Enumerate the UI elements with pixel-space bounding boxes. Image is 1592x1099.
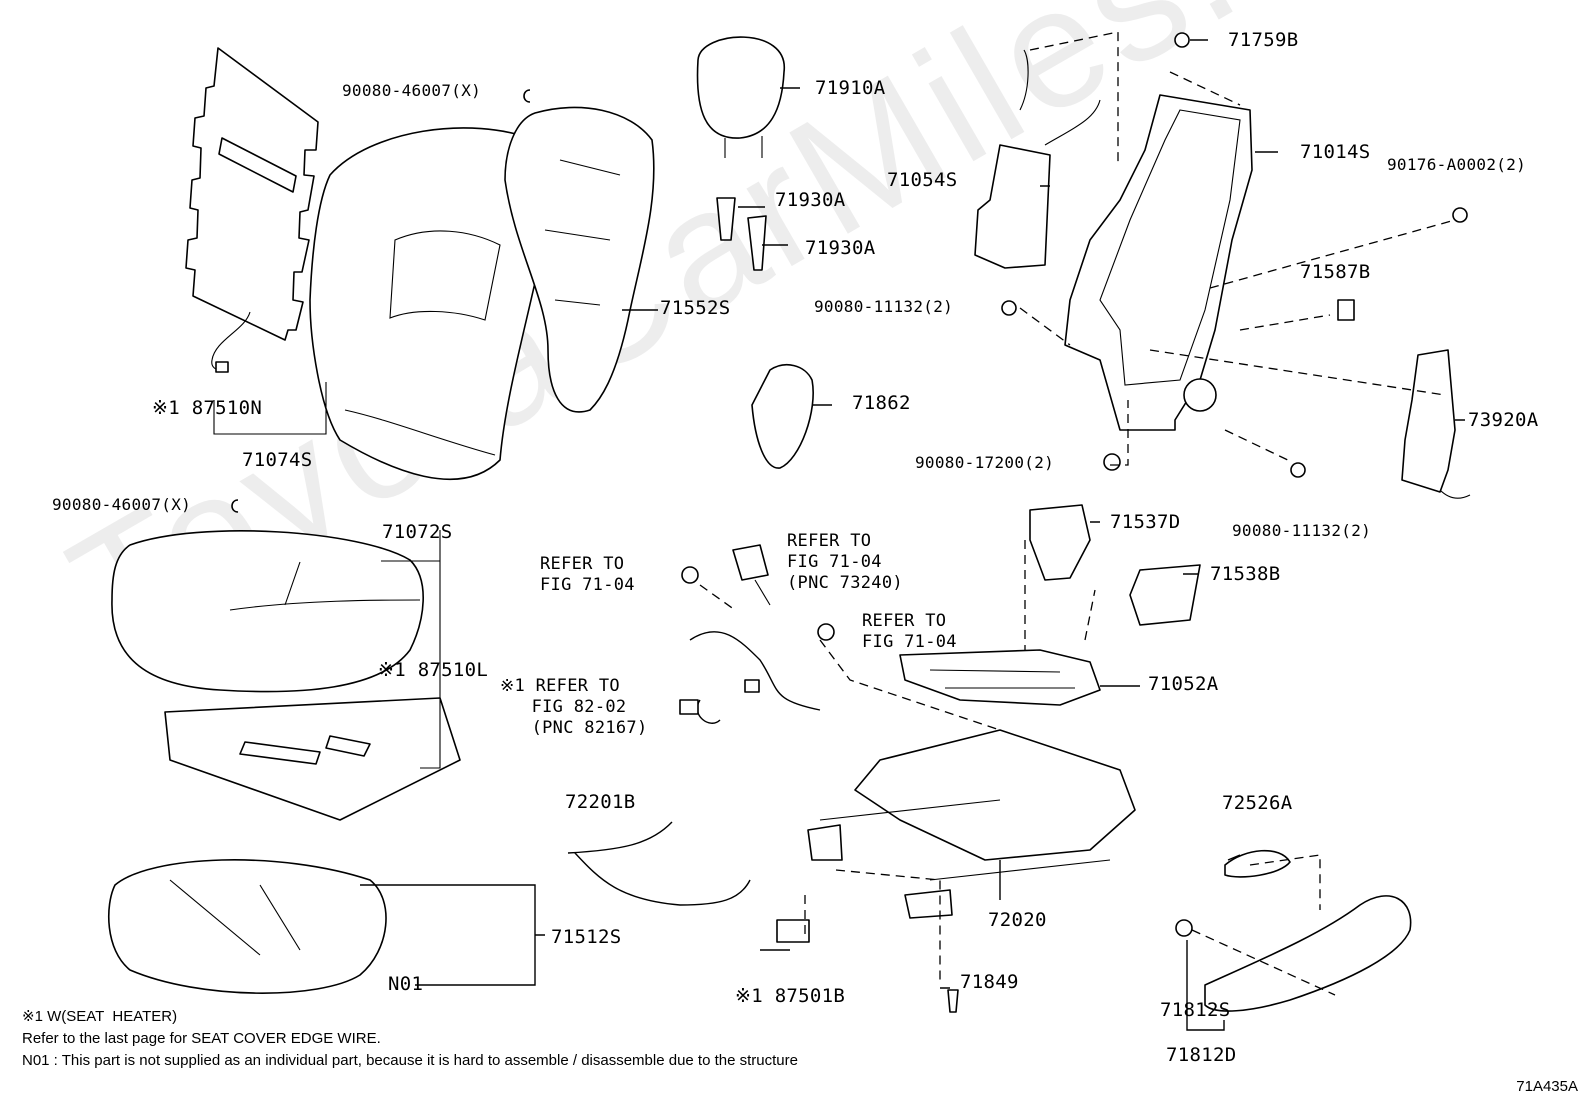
seat-cushion-cover-drawing <box>111 530 424 693</box>
label-71849: 71849 <box>960 971 1019 993</box>
label-71052A: 71052A <box>1148 673 1219 695</box>
side-airbag-drawing <box>751 364 814 469</box>
hinge-cover-drawing <box>1029 504 1201 626</box>
label-71537D: 71537D <box>1110 511 1181 533</box>
label-72201B: 72201B <box>565 791 636 813</box>
label-87510N: ※1 87510N <box>152 397 263 419</box>
leader-lines-drawing <box>622 39 1465 989</box>
seat-adjuster-drawing <box>807 729 1136 919</box>
label-71812S: 71812S <box>1160 999 1231 1021</box>
label-87510L: ※1 87510L <box>378 659 489 681</box>
label-71587B: 71587B <box>1300 261 1371 283</box>
label-72526A: 72526A <box>1222 792 1293 814</box>
diagram-code: 71A435A <box>1516 1078 1578 1095</box>
label-71072S: 71072S <box>382 521 453 543</box>
seat-cover-wire-drawing <box>567 821 751 906</box>
label-71054S: 71054S <box>887 169 958 191</box>
label-90080-46007-mid: 90080-46007(X) <box>52 495 192 514</box>
seatbelt-buckle-drawing <box>732 544 771 606</box>
note-cover-edge-wire: Refer to the last page for SEAT COVER ED… <box>22 1030 381 1047</box>
dashed-guides-drawing <box>699 31 1456 996</box>
label-71930A-2: 71930A <box>805 237 876 259</box>
label-90176-A0002: 90176-A0002(2) <box>1387 155 1527 174</box>
seatback-frame-drawing <box>1064 94 1253 431</box>
label-71930A-1: 71930A <box>775 189 846 211</box>
seatback-heater-mat-drawing <box>185 47 319 373</box>
label-71759B: 71759B <box>1228 29 1299 51</box>
label-refer-fig-71-04-pnc-73240: REFER TO FIG 71-04 (PNC 73240) <box>787 531 903 593</box>
seatback-cover-drawing <box>213 127 554 481</box>
note-seat-heater: ※1 W(SEAT HEATER) <box>22 1008 178 1025</box>
label-71014S: 71014S <box>1300 141 1371 163</box>
label-90080-11132-a: 90080-11132(2) <box>814 297 954 316</box>
note-n01: N01 : This part is not supplied as an in… <box>22 1052 798 1069</box>
headrest-drawing <box>696 36 785 158</box>
label-71074S: 71074S <box>242 449 313 471</box>
seat-shield-drawing <box>1186 849 1412 1031</box>
headrest-support-drawing <box>716 197 767 271</box>
label-refer-fig-82-02: ※1 REFER TO FIG 82-02 (PNC 82167) <box>500 676 648 738</box>
seatbelt-trim-drawing <box>1401 349 1471 499</box>
label-87501B: ※1 87501B <box>735 985 846 1007</box>
label-71910A: 71910A <box>815 77 886 99</box>
bolts-drawing <box>231 32 1468 1013</box>
seat-cushion-pad-drawing <box>107 859 545 994</box>
label-71512S: 71512S <box>551 926 622 948</box>
label-N01: N01 <box>388 973 424 995</box>
seat-cushion-heater-mat-drawing <box>164 530 461 821</box>
label-refer-fig-71-04-a: REFER TO FIG 71-04 <box>540 554 635 595</box>
heater-switch-drawing <box>776 919 810 943</box>
seat-cushion-spring-drawing <box>899 649 1101 706</box>
label-71862: 71862 <box>852 392 911 414</box>
label-72020: 72020 <box>988 909 1047 931</box>
label-90080-46007-top: 90080-46007(X) <box>342 81 482 100</box>
label-71812D: 71812D <box>1166 1044 1237 1066</box>
seatback-board-drawing <box>974 49 1101 269</box>
label-71552S: 71552S <box>660 297 731 319</box>
label-refer-fig-71-04-b: REFER TO FIG 71-04 <box>862 611 957 652</box>
seatback-pad-drawing <box>504 106 655 413</box>
label-90080-17200: 90080-17200(2) <box>915 453 1055 472</box>
label-73920A: 73920A <box>1468 409 1539 431</box>
label-90080-11132-b: 90080-11132(2) <box>1232 521 1372 540</box>
label-71538B: 71538B <box>1210 563 1281 585</box>
wire-harness-drawing <box>679 631 821 724</box>
